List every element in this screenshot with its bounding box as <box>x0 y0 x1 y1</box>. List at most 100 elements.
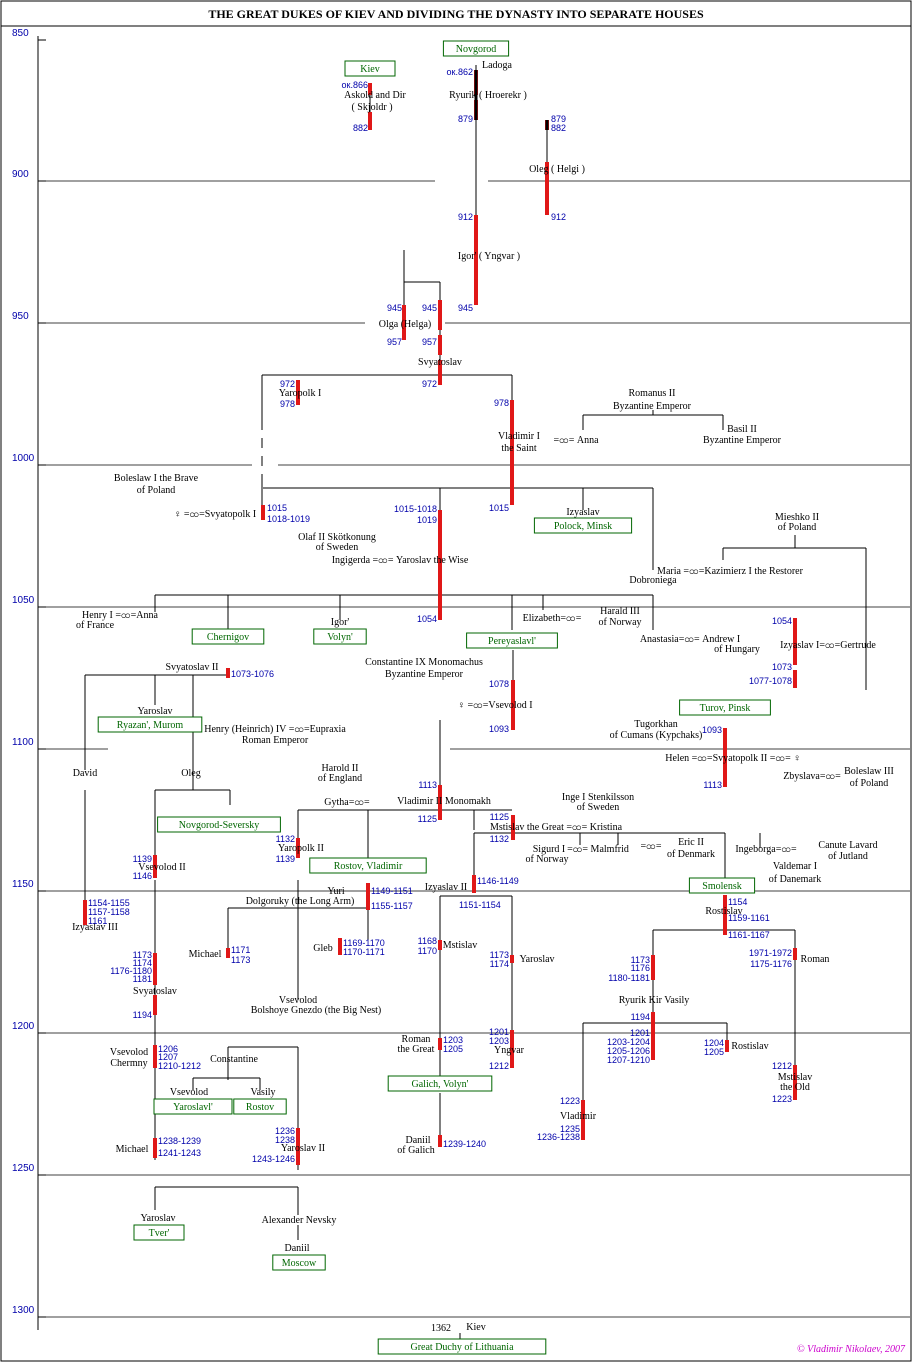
person-name: Byzantine Emperor <box>385 669 464 680</box>
reign-year: 957 <box>422 337 437 347</box>
person-name: Ryurik Kir Vasily <box>619 995 690 1006</box>
person-name: of Norway <box>525 854 568 865</box>
reign-year: 1174 <box>133 958 152 968</box>
person-name: Eric II <box>678 837 704 848</box>
reign-year: 972 <box>280 379 295 389</box>
person-name: Olaf II Skötkonung <box>298 532 376 543</box>
reign-year: 1151-1154 <box>459 900 501 910</box>
person-name: Yaropolk I <box>279 388 322 399</box>
axis-year-label: 900 <box>12 169 29 180</box>
person-name: David <box>73 768 97 779</box>
person-name: Maria =ထ=Kazimierz I the Restorer <box>657 566 804 577</box>
reign-year: 1205 <box>443 1044 463 1054</box>
house-label: Chernigov <box>191 628 265 645</box>
axis-year-label: 1000 <box>12 453 35 464</box>
reign-year: 1073-1076 <box>231 669 274 679</box>
person-name: Zbyslava=ထ= <box>783 771 841 782</box>
reign-year: 1157-1158 <box>88 907 130 917</box>
reign-year: 972 <box>422 379 437 389</box>
reign-year: 1194 <box>631 1012 650 1022</box>
reign-year: 1194 <box>133 1010 152 1020</box>
reign-year: 945 <box>387 303 402 313</box>
person-name: Svyatoslav II <box>165 662 218 673</box>
person-name: Chermny <box>110 1058 147 1069</box>
person-name: Roman Emperor <box>242 735 309 746</box>
reign-year: 1015 <box>489 503 509 513</box>
reign-year: ок.866 <box>342 80 368 90</box>
reign-year: 1173 <box>231 955 250 965</box>
reign-year: 1971-1972 <box>749 948 792 958</box>
person-name: of Norway <box>598 617 641 628</box>
reign-year: 879 <box>551 114 566 124</box>
person-name: Gleb <box>313 943 332 954</box>
house-label: Smolensk <box>688 877 756 894</box>
person-name: Izyaslav <box>566 507 599 518</box>
axis-year-label: 1300 <box>12 1305 35 1316</box>
person-name: Rostislav <box>731 1041 768 1052</box>
person-name: Vsevolod <box>110 1047 148 1058</box>
axis-year-label: 950 <box>12 311 29 322</box>
reign-year: 1212 <box>489 1061 509 1071</box>
reign-year: 1173 <box>490 950 509 960</box>
person-name: Tugorkhan <box>634 719 678 730</box>
person-name: Askold and Dir <box>344 90 406 101</box>
axis-year-label: 1050 <box>12 595 35 606</box>
reign-year: 1132 <box>490 834 509 844</box>
reign-year: 1149-1151 <box>371 886 413 896</box>
reign-year: 1168 <box>418 936 437 946</box>
person-name: Yaroslav <box>137 706 172 717</box>
reign-year: 1139 <box>276 854 295 864</box>
person-name: of Poland <box>850 778 889 789</box>
person-name: the Great <box>398 1044 435 1055</box>
person-name: ( Skjoldr ) <box>351 102 392 113</box>
house-label: Tver' <box>133 1224 185 1241</box>
person-name: Daniil <box>285 1243 310 1254</box>
person-name: ♀ =ထ=Vsevolod I <box>457 700 532 711</box>
house-label: Polock, Minsk <box>533 517 633 534</box>
reign-year: 1176 <box>631 963 650 973</box>
reign-year: 882 <box>551 123 566 133</box>
reign-year: 1203 <box>489 1036 509 1046</box>
reign-year: 1173 <box>133 950 152 960</box>
reign-year: 978 <box>494 398 509 408</box>
reign-year: 978 <box>280 399 295 409</box>
person-name: Byzantine Emperor <box>703 435 782 446</box>
svg-text:Great Duchy of Lithuania: Great Duchy of Lithuania <box>410 1342 514 1353</box>
person-name: Vsevolod <box>170 1087 208 1098</box>
person-name: Ladoga <box>482 60 513 71</box>
person-name: Izyaslav III <box>72 922 118 933</box>
person-name: ♀ =ထ=Svyatopolk I <box>174 509 256 520</box>
person-name: Alexander Nevsky <box>262 1215 337 1226</box>
reign-year: 1174 <box>490 959 509 969</box>
reign-year: 1170-1171 <box>343 947 385 957</box>
person-name: Roman <box>801 954 830 965</box>
reign-year: 1132 <box>276 834 295 844</box>
person-name: Bolshoye Gnezdo (the Big Nest) <box>251 1005 382 1016</box>
reign-year: 1073 <box>772 662 792 672</box>
reign-year: 1201 <box>489 1027 509 1037</box>
person-name: the Old <box>780 1082 810 1093</box>
person-name: Mstislav <box>778 1072 812 1083</box>
house-label: Volyn' <box>313 628 367 645</box>
person-name: Elizabeth=ထ= <box>523 613 582 624</box>
person-name: Helen =ထ=Svyatopolk II =ထ= ♀ <box>665 753 801 764</box>
house-label: Great Duchy of Lithuania <box>377 1338 547 1355</box>
person-name: =ထ= Anna <box>553 435 599 446</box>
person-name: Igor' <box>331 617 350 628</box>
reign-year: 1236-1238 <box>537 1132 580 1142</box>
person-name: the Saint <box>501 443 536 454</box>
diagram-title: THE GREAT DUKES OF KIEV AND DIVIDING THE… <box>208 7 704 21</box>
person-name: Izyaslav II <box>425 882 467 893</box>
reign-year: 1154 <box>728 897 747 907</box>
person-name: Rostislav <box>705 906 742 917</box>
person-name: Daniil <box>406 1135 431 1146</box>
person-name: Olga (Helga) <box>379 319 431 330</box>
person-name: Inge I Stenkilsson <box>562 792 634 803</box>
person-name: of Poland <box>778 522 817 533</box>
reign-year: 1235 <box>560 1124 580 1134</box>
reign-year: 1238-1239 <box>158 1136 201 1146</box>
person-name: Vsevolod II <box>138 862 186 873</box>
person-name: Oleg ( Helgi ) <box>529 164 585 175</box>
reign-year: 1019 <box>417 515 437 525</box>
reign-year: 1236 <box>275 1126 295 1136</box>
